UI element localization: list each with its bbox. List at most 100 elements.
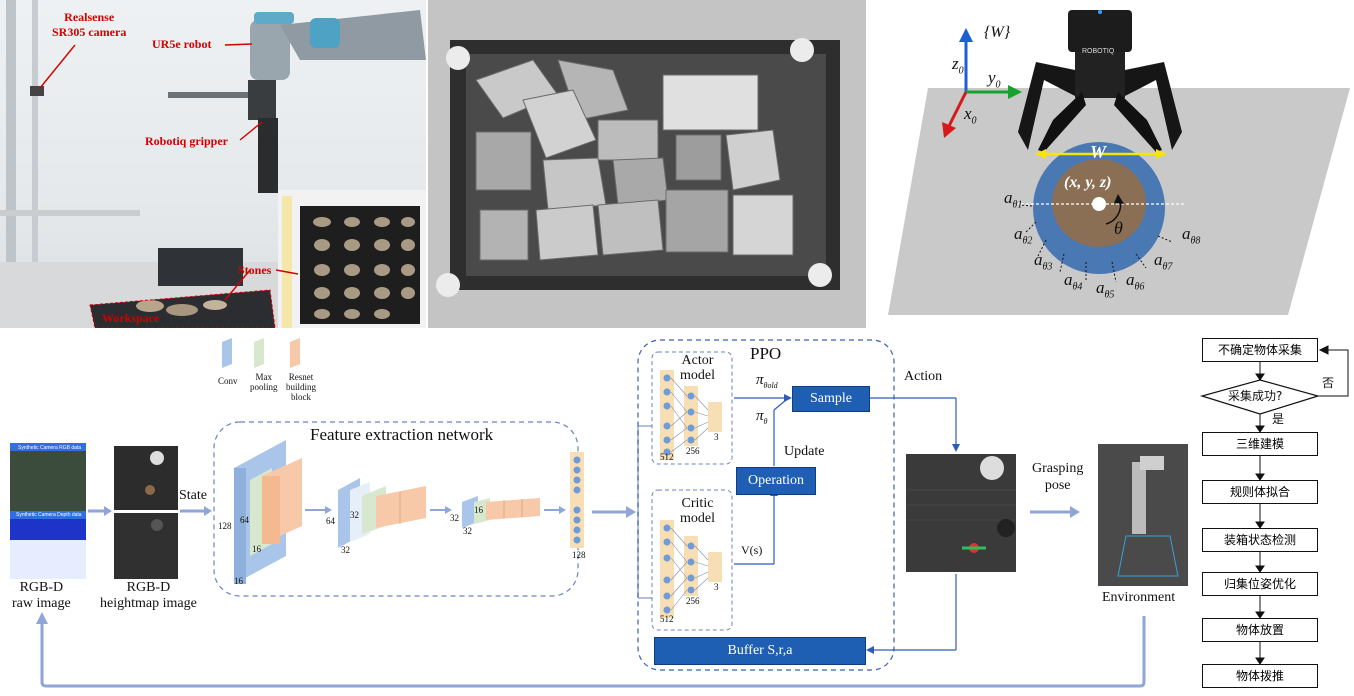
action-label: Action <box>904 369 943 384</box>
dim-32c: 32 <box>450 513 459 523</box>
a3-sub: θ3 <box>1042 261 1053 273</box>
flow-step-8: 物体拨推 <box>1202 664 1318 688</box>
dim-16a: 16 <box>252 544 261 554</box>
critic-network <box>660 520 722 618</box>
a7-letter: a <box>1154 250 1163 269</box>
camera-label: Realsense SR305 camera <box>52 10 127 39</box>
feature-block-2 <box>338 478 426 548</box>
grasp-diagram-svg <box>888 10 1350 315</box>
blocks-bin-photo <box>428 0 866 328</box>
actor-box <box>651 351 733 465</box>
legend-conv: Conv <box>218 376 238 386</box>
a4-letter: a <box>1064 270 1073 289</box>
dim-64a: 64 <box>240 515 249 525</box>
a1-sub: θ1 <box>1012 199 1023 211</box>
decision-diamond <box>1199 379 1321 415</box>
state-label: State <box>179 488 207 503</box>
dim-32a: 32 <box>350 510 359 520</box>
y-axis-sub: 0 <box>995 79 1001 91</box>
environment-label: Environment <box>1102 590 1176 605</box>
flow-step-4: 规则体拟合 <box>1202 480 1318 504</box>
ppo-title: PPO <box>750 344 782 363</box>
a5-sub: θ5 <box>1104 289 1115 301</box>
update-label: Update <box>784 444 825 459</box>
grasp-parameter-diagram: {W} z0 y0 x0 ROBOTIQ W (x, y, z) θ aθ1 a… <box>868 0 1354 328</box>
feature-extraction-box <box>213 421 579 597</box>
flow-no: 否 <box>1322 376 1335 390</box>
world-frame-label: {W} <box>984 24 1011 41</box>
a4-sub: θ4 <box>1072 281 1083 293</box>
feature-block-3 <box>462 496 540 528</box>
action-theta1: aθ1 <box>1004 188 1022 210</box>
a3-letter: a <box>1034 250 1043 269</box>
z-axis-sub: 0 <box>958 65 964 77</box>
flow-decision: 采集成功? <box>1228 389 1283 403</box>
flow-step-1: 不确定物体采集 <box>1202 338 1318 362</box>
z-axis-letter: z <box>952 54 959 73</box>
ppo-box <box>637 339 895 671</box>
feature-network-title: Feature extraction network <box>310 425 494 444</box>
action-theta2: aθ2 <box>1014 224 1032 246</box>
grasp-width-label: W <box>1090 142 1107 162</box>
critic-box <box>651 489 733 631</box>
action-theta5: aθ5 <box>1096 278 1114 300</box>
dim-128a: 128 <box>218 521 232 531</box>
dim-128b: 128 <box>572 550 586 560</box>
rotation-angle-label: θ <box>1114 218 1123 238</box>
robot-setup-illustration <box>0 0 426 328</box>
action-theta3: aθ3 <box>1034 250 1052 272</box>
process-flowchart <box>1199 345 1349 665</box>
dim-16c: 16 <box>474 505 483 515</box>
gripper-brand-label: ROBOTIQ <box>1082 48 1115 55</box>
workspace-label: Workspace <box>102 311 160 325</box>
critic-n512: 512 <box>660 614 674 624</box>
rgbd-raw-caption: RGB-D raw image <box>12 580 71 611</box>
robot-setup-photo: Realsense SR305 camera UR5e robot Roboti… <box>0 0 426 328</box>
legend-resnet: Resnet building block <box>286 372 317 402</box>
pi-sub: θ <box>763 417 768 426</box>
stones-label: Stones <box>238 263 272 277</box>
feature-vector <box>570 452 584 548</box>
sim-depth-caption: Synthetic Camera Depth data <box>16 512 82 518</box>
grasp-center-label: (x, y, z) <box>1064 174 1112 191</box>
pi-old-symbol: π <box>756 372 764 388</box>
actor-network <box>660 370 722 460</box>
pi-old-sub: θold <box>763 381 778 390</box>
pi-symbol: π <box>756 408 764 424</box>
flow-step-7: 物体放置 <box>1202 618 1318 642</box>
action-theta7: aθ7 <box>1154 250 1172 272</box>
critic-n3: 3 <box>714 582 719 592</box>
flow-yes: 是 <box>1272 412 1285 426</box>
z-axis-label: z0 <box>952 54 964 76</box>
sim-rgb-caption: Synthetic Camera RGB data <box>18 445 82 451</box>
critic-n256: 256 <box>686 596 700 606</box>
actor-n3: 3 <box>714 432 719 442</box>
action-theta8: aθ8 <box>1182 224 1200 246</box>
a5-letter: a <box>1096 278 1105 297</box>
sample-box: Sample <box>792 386 870 412</box>
buffer-box: Buffer S,r,a <box>654 637 866 665</box>
critic-model-label: Critic model <box>680 496 715 526</box>
dim-32d: 32 <box>463 526 472 536</box>
a2-sub: θ2 <box>1022 235 1033 247</box>
pi-label: πθ <box>756 408 767 426</box>
action-theta6: aθ6 <box>1126 270 1144 292</box>
pi-old-label: πθold <box>756 372 778 390</box>
action-theta4: aθ4 <box>1064 270 1082 292</box>
grasping-pose-label: Grasping pose <box>1032 461 1084 493</box>
y-axis-letter: y <box>988 68 996 87</box>
legend-swatches <box>222 338 300 368</box>
value-label: V(s) <box>741 543 763 557</box>
a7-sub: θ7 <box>1162 261 1173 273</box>
gripper-label: Robotiq gripper <box>145 134 229 148</box>
depth-heightmap-image <box>114 513 178 579</box>
flow-step-3: 三维建模 <box>1202 432 1318 456</box>
feature-block-1 <box>234 440 302 584</box>
x-axis-letter: x <box>964 104 972 123</box>
a8-sub: θ8 <box>1190 235 1201 247</box>
rgbd-heightmap-caption: RGB-D heightmap image <box>100 580 197 611</box>
rgb-heightmap-image <box>114 446 178 510</box>
y-axis-label: y0 <box>988 68 1001 90</box>
actor-n256: 256 <box>686 446 700 456</box>
rgb-raw-image <box>10 443 86 511</box>
